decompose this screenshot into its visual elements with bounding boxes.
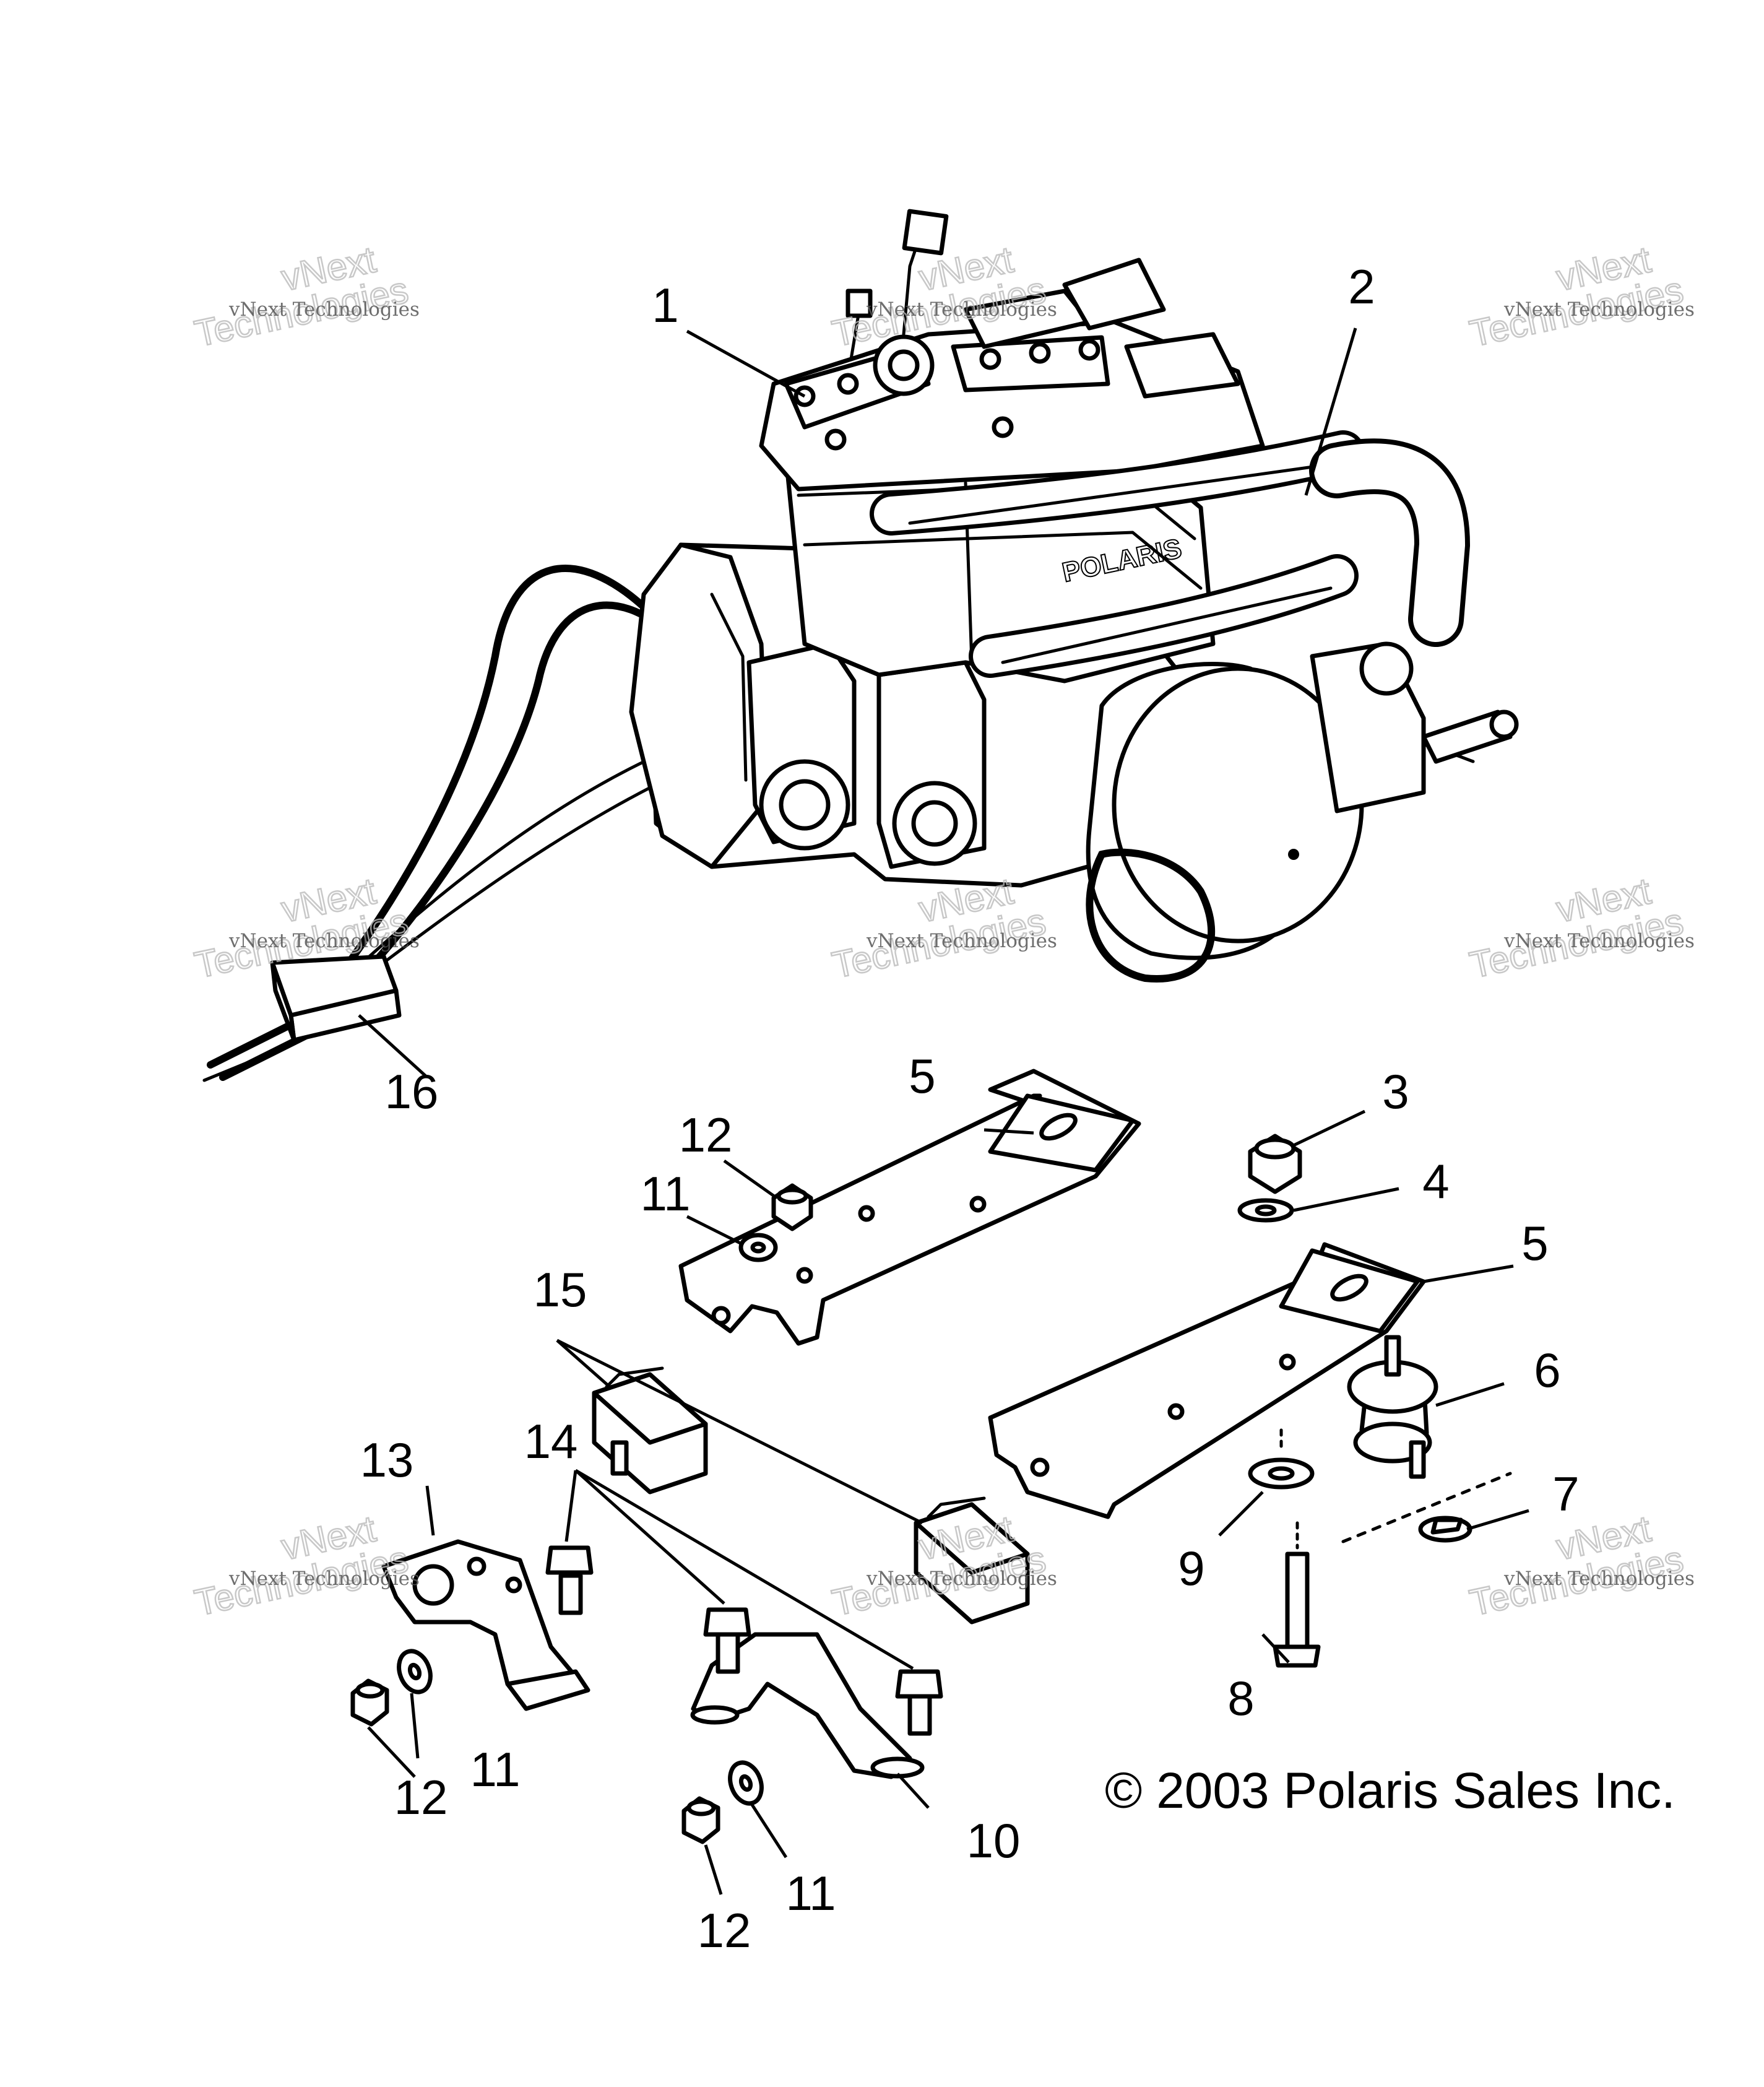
engine-mount-bracket-upper [678, 1069, 1141, 1346]
leader-lines [358, 328, 1529, 1895]
bolt-8 [1273, 1521, 1321, 1668]
flange-bolt-14b [703, 1607, 751, 1674]
watermark: vNext Technologies vNext Technologies [191, 1507, 420, 1625]
svg-text:vNext Technologies: vNext Technologies [228, 930, 420, 952]
svg-text:vNext Technologies: vNext Technologies [866, 1568, 1057, 1590]
copyright-notice: © 2003 Polaris Sales Inc. [1105, 1763, 1675, 1819]
callout-10: 10 [967, 1813, 1021, 1868]
callout-2: 2 [1348, 259, 1375, 314]
callout-15: 15 [534, 1262, 587, 1317]
svg-text:vNext Technologies: vNext Technologies [1503, 298, 1695, 321]
watermark: vNext Technologies vNext Technologies [828, 869, 1057, 987]
mount-bracket-13 [381, 1539, 590, 1711]
callout-9: 9 [1178, 1541, 1204, 1595]
svg-text:vNext Technologies: vNext Technologies [228, 1568, 420, 1590]
callout-12-center: 12 [698, 1903, 751, 1958]
callout-12-left: 12 [394, 1770, 448, 1824]
callout-4: 4 [1422, 1154, 1449, 1208]
mount-bracket-10 [690, 1632, 925, 1779]
harness-connector [270, 954, 402, 1043]
watermark: vNext Technologies vNext Technologies [1466, 869, 1695, 987]
callout-13: 13 [360, 1433, 414, 1487]
nut-12-center [681, 1796, 720, 1844]
svg-text:vNext Technologies: vNext Technologies [1503, 1568, 1695, 1590]
intake-block [746, 641, 857, 851]
svg-text:vNext Technologies: vNext Technologies [1503, 930, 1695, 952]
callout-labels: 1 2 3 4 5 5 6 7 8 9 10 11 11 11 12 12 12… [360, 259, 1580, 1958]
callout-11-left: 11 [470, 1742, 521, 1797]
rubber-mount-15-left [592, 1366, 708, 1495]
engine-mount-bracket-lower [988, 1242, 1426, 1519]
svg-text:vNext Technologies: vNext Technologies [866, 298, 1057, 321]
callout-11-center: 11 [786, 1866, 836, 1920]
intake-block-2 [876, 660, 987, 869]
callout-12-top: 12 [679, 1108, 733, 1162]
assembly-line-7 [1341, 1472, 1512, 1543]
recoil-cover [1086, 662, 1364, 983]
left-housing [629, 542, 770, 869]
watermark: vNext Technologies vNext Technologies [1466, 1507, 1695, 1625]
callout-8: 8 [1227, 1671, 1254, 1725]
callout-6: 6 [1534, 1343, 1560, 1397]
nut-12-left [350, 1678, 389, 1727]
svg-text:vNext Technologies: vNext Technologies [866, 930, 1057, 952]
nut-12-top [771, 1183, 813, 1231]
throttle-linkage [1310, 641, 1519, 814]
cylinder-head [759, 209, 1265, 492]
flanged-nut-7 [1418, 1516, 1472, 1543]
callout-14: 14 [524, 1414, 578, 1469]
callout-1: 1 [652, 278, 678, 332]
callout-11-top: 11 [641, 1166, 691, 1221]
svg-text:vNext Technologies: vNext Technologies [228, 298, 420, 321]
flange-bolt-14a [545, 1545, 594, 1615]
coolant-hoses [870, 430, 1471, 678]
hex-nut-3 [1248, 1134, 1302, 1194]
callout-5-lower: 5 [1521, 1216, 1548, 1270]
watermark: vNext Technologies vNext Technologies [191, 238, 420, 355]
rubber-mount-15-right [914, 1496, 1030, 1625]
callout-3: 3 [1382, 1064, 1409, 1119]
watermark: vNext Technologies vNext Technologies [1466, 238, 1695, 355]
callout-16: 16 [385, 1064, 439, 1119]
callout-7: 7 [1552, 1467, 1579, 1521]
flange-bolt-14c [895, 1669, 943, 1736]
callout-5-upper: 5 [909, 1049, 935, 1103]
engine-assembly: POLARIS [202, 209, 1519, 1082]
rubber-mount-6 [1347, 1335, 1438, 1479]
